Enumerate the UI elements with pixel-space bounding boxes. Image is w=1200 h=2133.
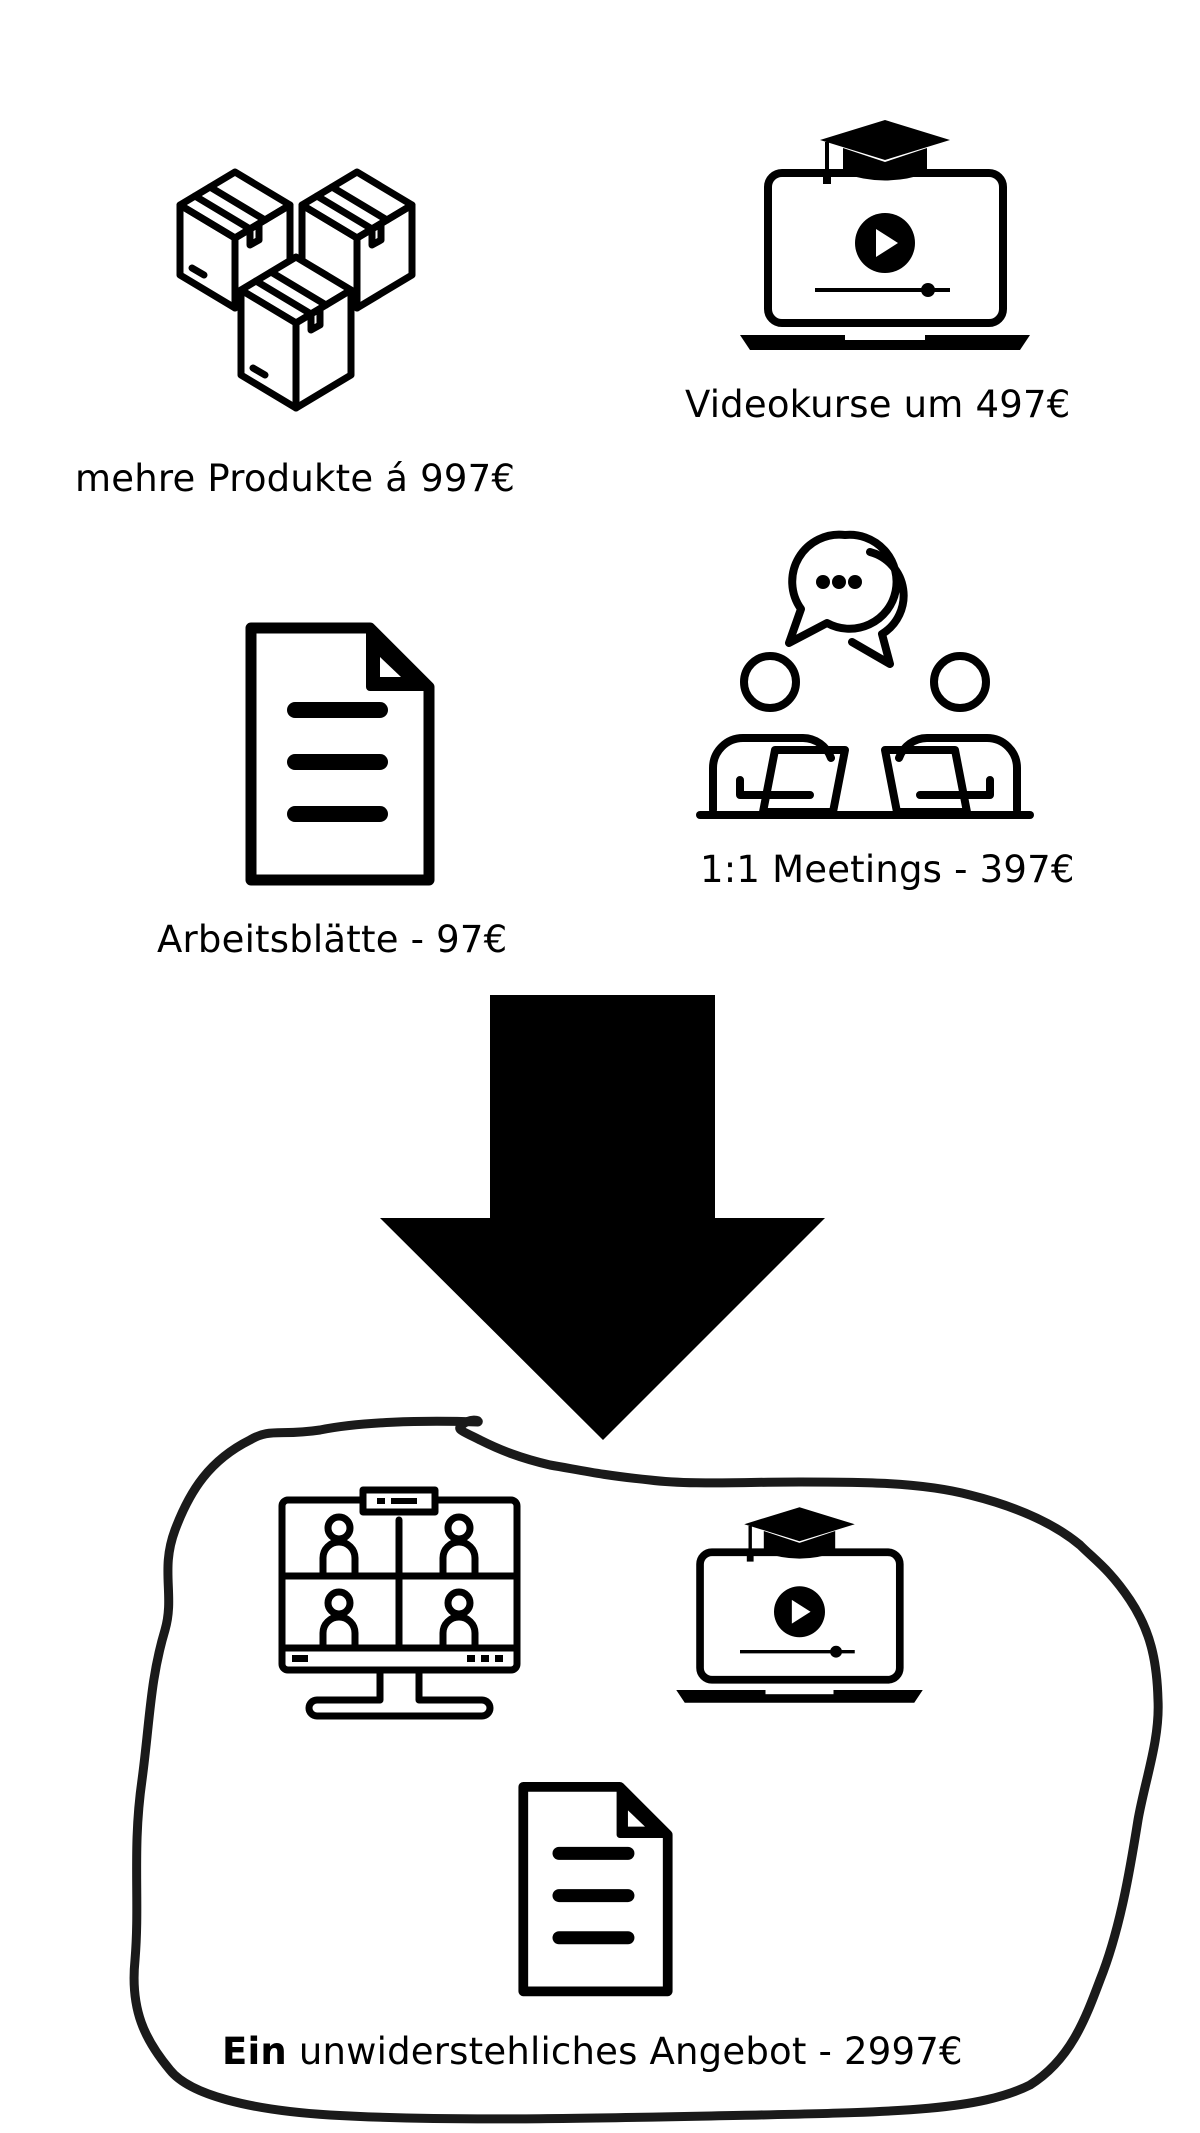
item-label-worksheets: Arbeitsblätte - 97€ bbox=[157, 918, 508, 961]
bundle-document-icon bbox=[518, 1782, 673, 1997]
boxes-icon bbox=[176, 168, 416, 412]
meeting-icon bbox=[696, 530, 1034, 819]
bundle-label-bold: Ein bbox=[222, 2030, 287, 2073]
bundle-label: Ein unwiderstehliches Angebot - 2997€ bbox=[222, 2030, 963, 2073]
arrow-down-icon bbox=[380, 995, 825, 1440]
video-call-monitor-icon bbox=[278, 1486, 521, 1720]
item-label-products: mehre Produkte á 997€ bbox=[75, 457, 516, 500]
bundle-label-rest: unwiderstehliches Angebot - 2997€ bbox=[286, 2030, 963, 2073]
item-label-videocourses: Videokurse um 497€ bbox=[685, 383, 1071, 426]
bundle-video-course-laptop-icon bbox=[676, 1507, 923, 1703]
video-course-laptop-icon bbox=[740, 120, 1030, 350]
item-label-meetings: 1:1 Meetings - 397€ bbox=[700, 848, 1075, 891]
document-icon bbox=[245, 622, 435, 886]
